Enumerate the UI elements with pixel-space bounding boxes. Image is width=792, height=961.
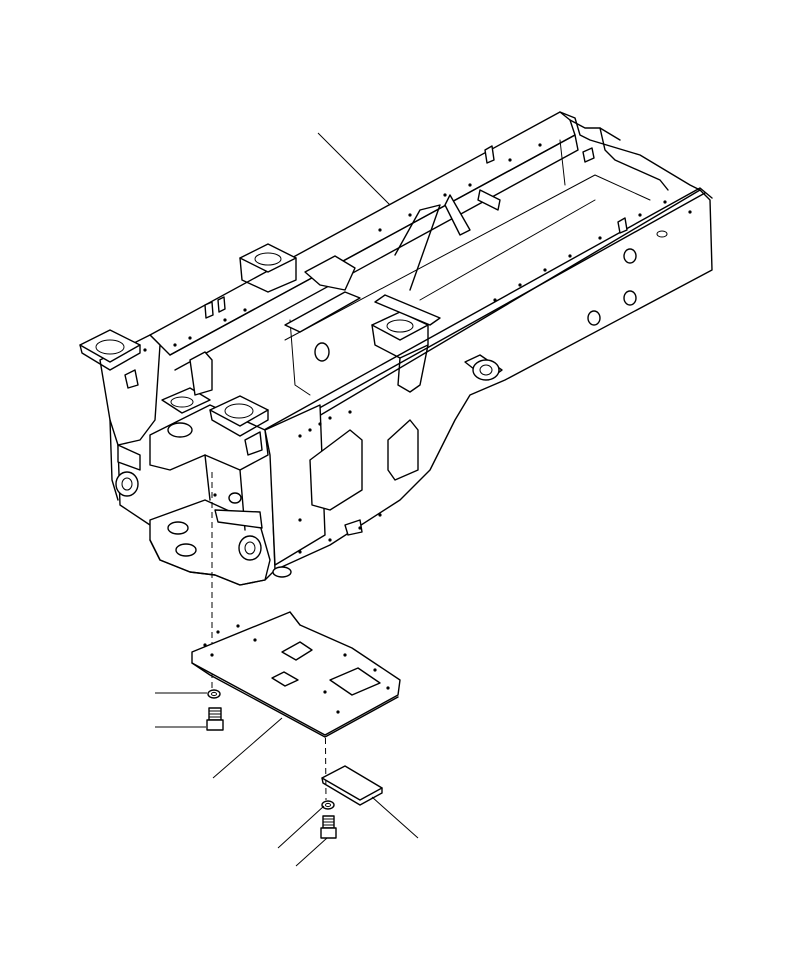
leader-lines xyxy=(155,132,419,867)
bottom-cover-plate-icon xyxy=(191,611,401,738)
washer-icon xyxy=(207,689,221,699)
bolt-icon xyxy=(320,815,337,839)
small-cover-plate-icon xyxy=(321,765,383,806)
rear-frame-icon xyxy=(79,111,713,586)
bolt-icon xyxy=(206,707,224,731)
washer-icon xyxy=(321,800,335,810)
frame-hole-dots xyxy=(143,143,692,554)
